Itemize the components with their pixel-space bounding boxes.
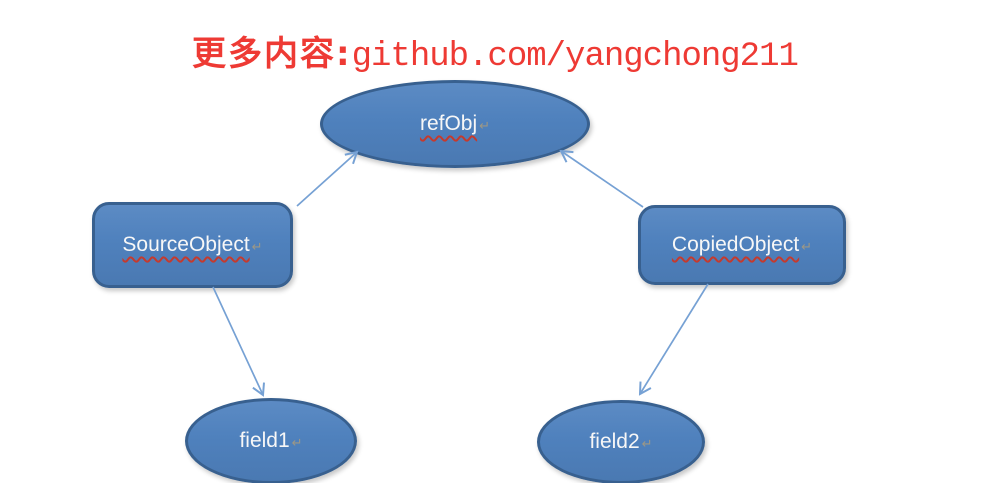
return-mark: ↵ [479, 118, 491, 133]
node-field1[interactable]: field1↵ [185, 398, 357, 483]
title-url-text: github.com/yangchong211 [351, 38, 799, 76]
node-field2-text: field2 [589, 430, 640, 453]
edge-sourceobject-to-field1 [212, 286, 265, 397]
node-sourceobject[interactable]: SourceObject↵ [92, 202, 293, 288]
node-copiedobject-label: CopiedObject↵ [672, 233, 812, 257]
edge-sourceobject-to-refobj [296, 150, 359, 207]
node-sourceobject-label: SourceObject↵ [122, 233, 262, 257]
node-refobj[interactable]: refObj↵ [320, 80, 590, 168]
page-title: 更多内容:github.com/yangchong211 [192, 33, 799, 76]
node-sourceobject-text: SourceObject [122, 233, 250, 256]
title-chinese-text: 更多内容: [192, 34, 352, 74]
edge-copiedobject-to-field2 [638, 283, 709, 396]
node-refobj-text: refObj [419, 112, 478, 135]
node-field2-label: field2↵ [589, 430, 652, 454]
node-field1-text: field1 [239, 429, 290, 452]
return-mark: ↵ [641, 436, 653, 451]
node-copiedobject-text: CopiedObject [671, 233, 800, 256]
node-field2[interactable]: field2↵ [537, 400, 705, 483]
node-refobj-label: refObj↵ [420, 112, 490, 136]
node-copiedobject[interactable]: CopiedObject↵ [638, 205, 846, 285]
edge-copiedobject-to-refobj [559, 149, 644, 208]
return-mark: ↵ [251, 239, 263, 254]
return-mark: ↵ [801, 239, 813, 254]
return-mark: ↵ [291, 435, 303, 450]
node-field1-label: field1↵ [239, 429, 302, 453]
